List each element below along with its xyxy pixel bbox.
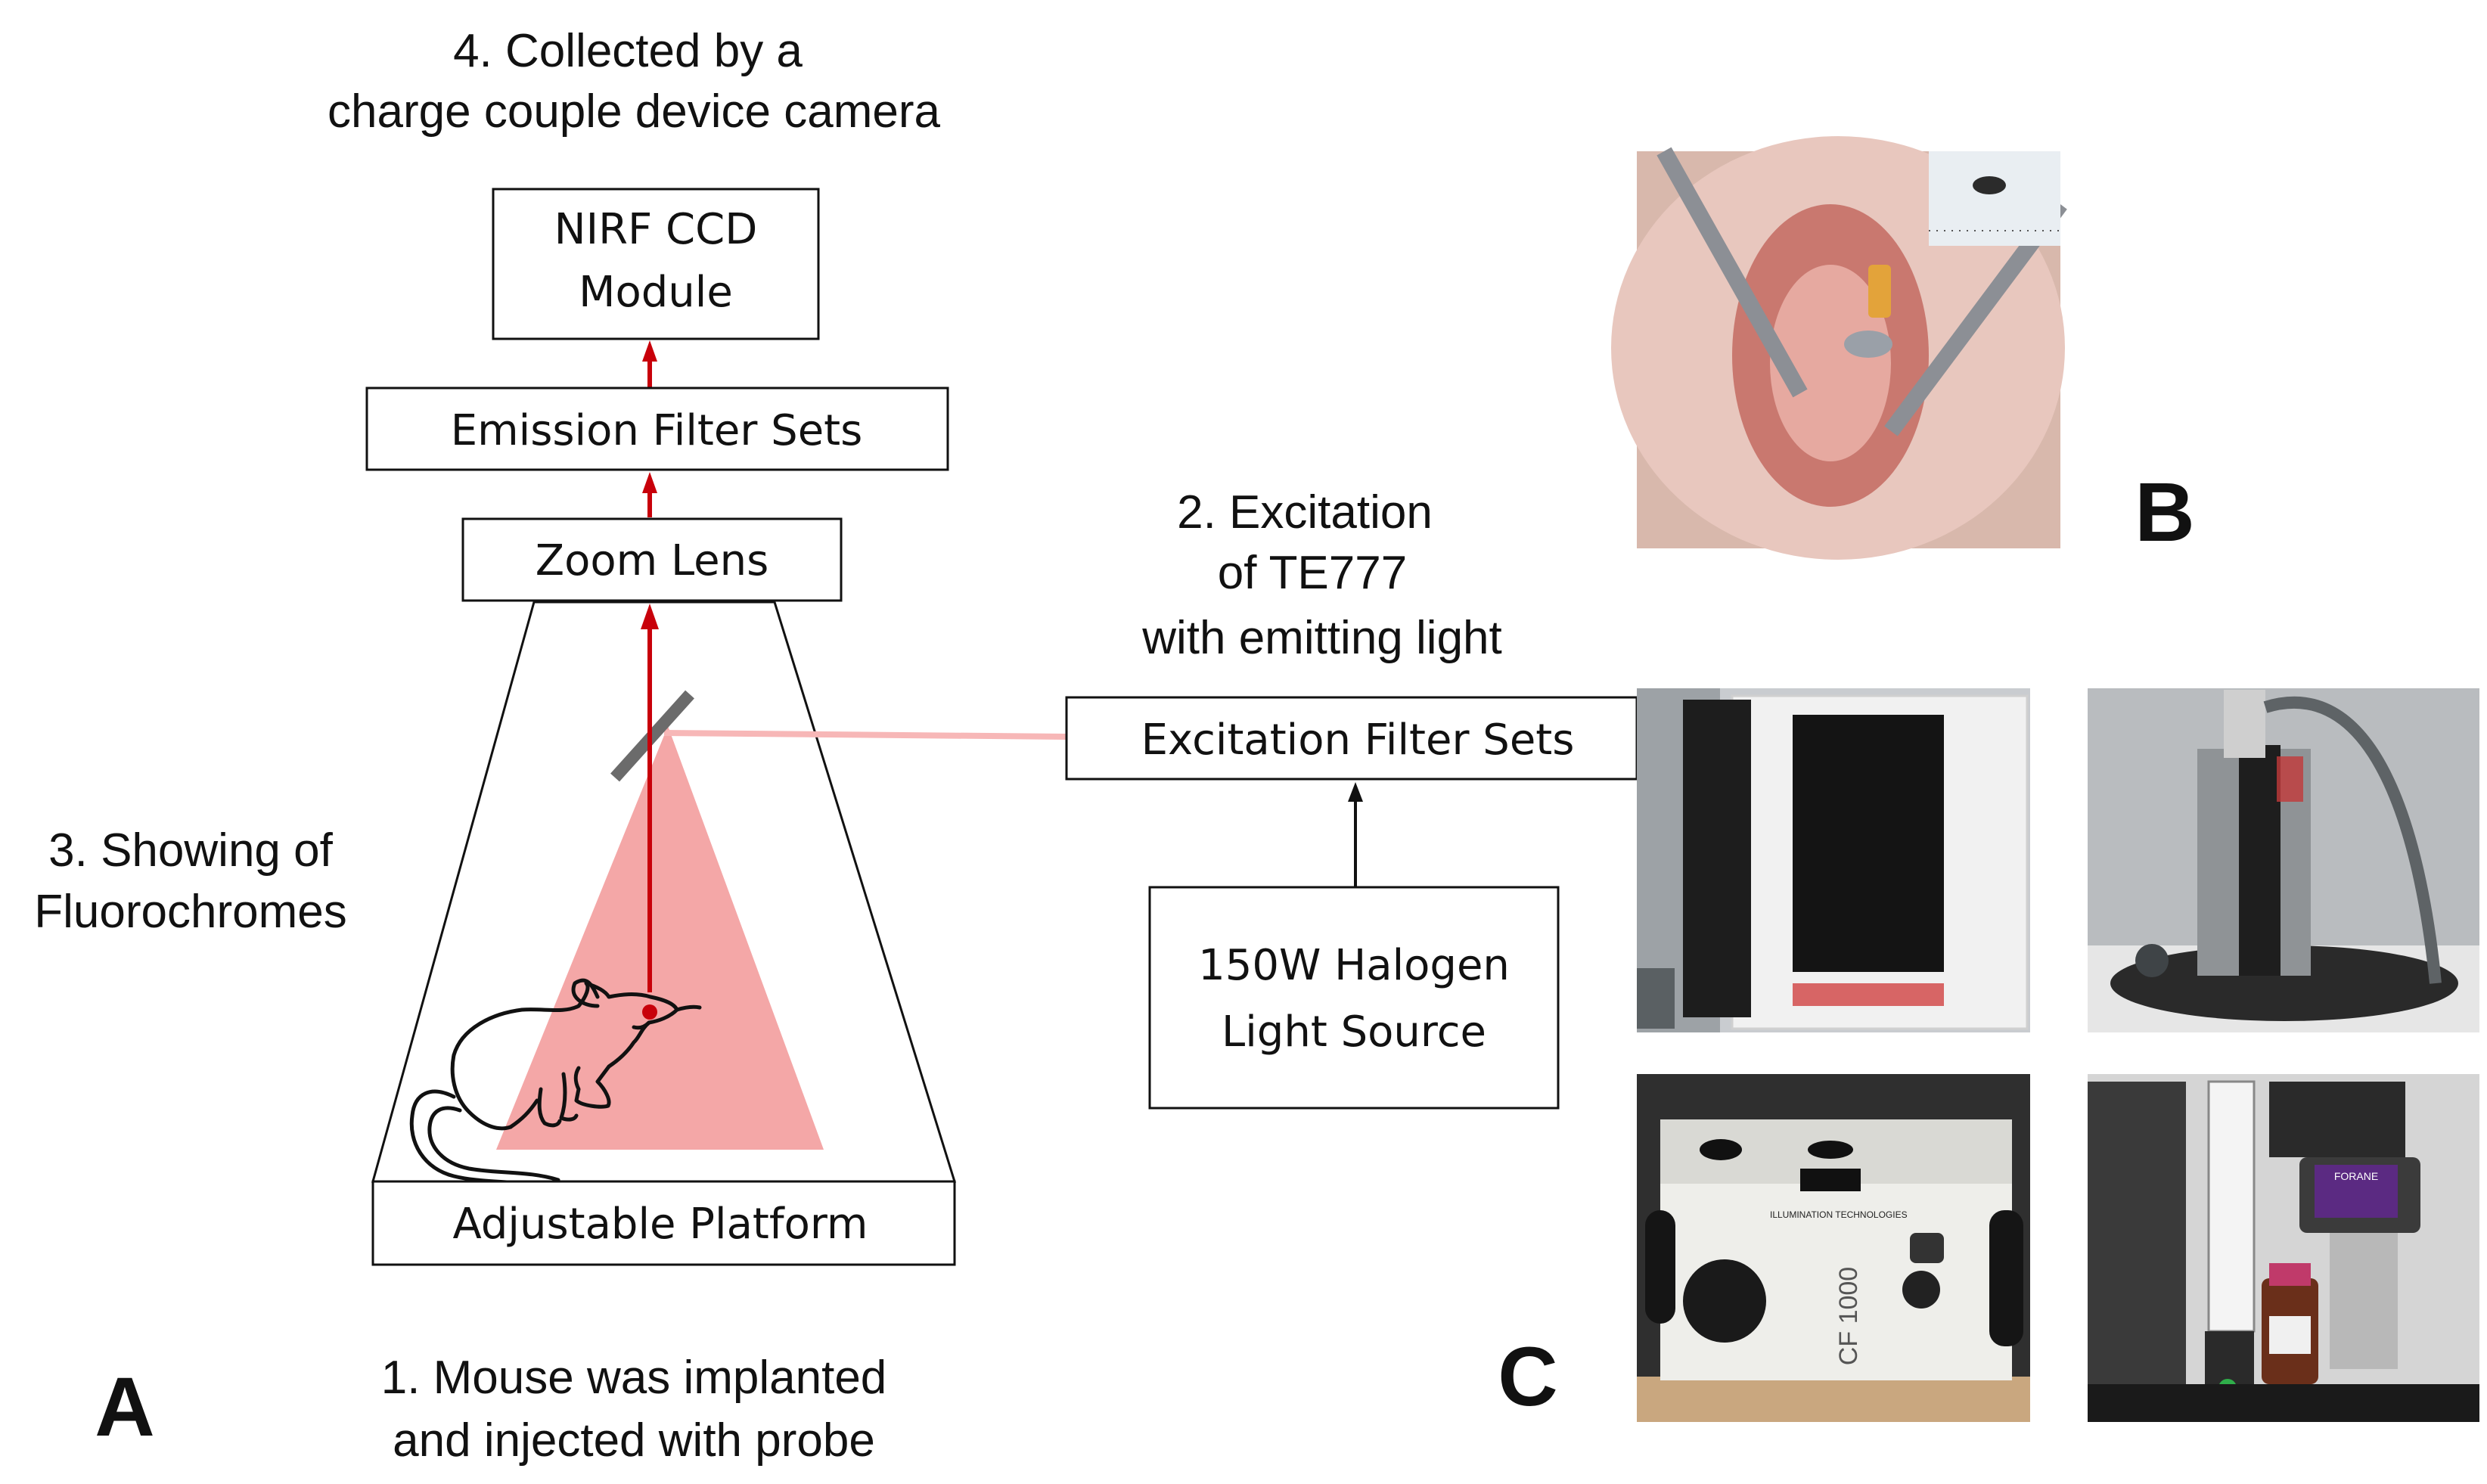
ruler-inset-screw [1973, 176, 2006, 194]
panel-c: ILLUMINATION TECHNOLOGIES CF 1000 FORANE… [1498, 688, 2479, 1423]
excitation-filter-box [1065, 696, 1638, 781]
excitation-light-cone [496, 726, 824, 1150]
vaporizer-label: FORANE [2334, 1170, 2378, 1182]
panel-a-label: A [95, 1361, 154, 1454]
halogen-source-line2: Light Source [1222, 1007, 1486, 1057]
adjustable-platform-box [371, 1180, 956, 1266]
panel-c-label: C [1498, 1330, 1557, 1423]
halogen-source-box [1148, 886, 1560, 1110]
panel-b: B [1611, 136, 2195, 560]
step4-line1: 4. Collected by a [453, 25, 803, 77]
halogen-source-line1: 150W Halogen [1198, 941, 1510, 990]
step2-line3: with emitting light [1141, 612, 1502, 664]
light-source-model: CF 1000 [1834, 1267, 1863, 1365]
ruler-inset [1929, 151, 2060, 246]
panel-b-label: B [2135, 466, 2194, 559]
step1-line1: 1. Mouse was implanted [381, 1352, 887, 1404]
step3-line2: Fluorochromes [34, 886, 346, 938]
exposed-tissue [1770, 265, 1891, 461]
photo-halogen-light-source: ILLUMINATION TECHNOLOGIES CF 1000 [1637, 1074, 2030, 1422]
adjustable-platform-label: Adjustable Platform [453, 1200, 868, 1249]
step1-line2: and injected with probe [393, 1414, 875, 1467]
arrowhead-halogen-to-excitation [1348, 782, 1363, 802]
dichroic-mirror [610, 690, 694, 782]
emission-beam-arrowhead [641, 604, 659, 629]
ccd-module-line2: Module [579, 268, 733, 317]
light-source-brand: ILLUMINATION TECHNOLOGIES [1770, 1209, 1908, 1220]
photo-anesthesia-vaporizer: FORANE [2088, 1074, 2479, 1422]
photo-ccd-camera [2088, 688, 2479, 1032]
step3-line1: 3. Showing of [48, 824, 333, 877]
step2-line1: 2. Excitation [1177, 486, 1433, 539]
emission-filter-label: Emission Filter Sets [451, 406, 863, 455]
excitation-beam [663, 730, 1067, 740]
photo-imaging-cabinet [1637, 688, 2030, 1032]
emission-filter-box [365, 387, 949, 471]
excitation-filter-label: Excitation Filter Sets [1141, 716, 1575, 765]
panel-a: 4. Collected by a charge couple device c… [34, 25, 1638, 1467]
implant-screw [1844, 331, 1892, 358]
arrowhead-zoom-to-emission [642, 472, 657, 493]
step4-line2: charge couple device camera [328, 85, 940, 138]
ccd-module-box [492, 188, 820, 340]
ccd-module-line1: NIRF CCD [554, 205, 758, 254]
yellow-fluorescence [1868, 265, 1891, 318]
step2-line2: of TE777 [1218, 547, 1407, 599]
forceps-left [1656, 147, 1808, 398]
zoom-lens-label: Zoom Lens [536, 536, 769, 585]
arrowhead-emission-to-ccd [642, 340, 657, 362]
mouse-probe-spot [642, 1004, 657, 1020]
zoom-lens-box [461, 517, 843, 602]
